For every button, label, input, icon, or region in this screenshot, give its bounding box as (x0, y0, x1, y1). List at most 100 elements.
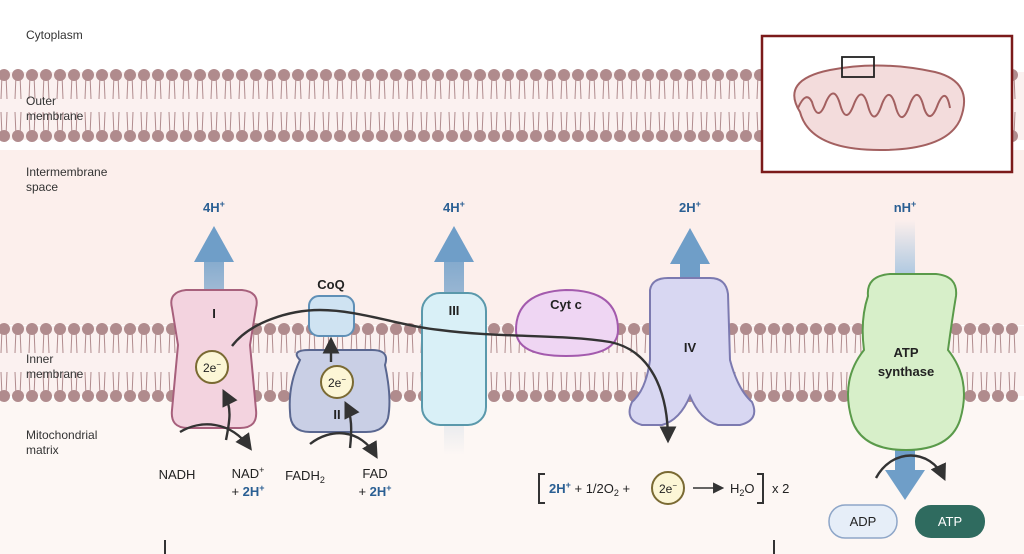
lipid-head (642, 130, 654, 142)
lipid-head (362, 323, 374, 335)
fad-label: FAD (362, 466, 387, 481)
lipid-head (82, 323, 94, 335)
lipid-head (614, 69, 626, 81)
lipid-head (838, 390, 850, 402)
lipid-head (362, 130, 374, 142)
lipid-head (446, 130, 458, 142)
proton-label-1-sup: + (220, 199, 225, 209)
lipid-head (600, 130, 612, 142)
lipid-head (600, 69, 612, 81)
electron-label-complex-2: 2e− (328, 375, 346, 390)
equation-electron-main: 2e (659, 482, 673, 496)
lipid-head (96, 69, 108, 81)
water-main: H (730, 481, 739, 496)
equation-water: H2O (730, 481, 755, 498)
lipid-head (138, 69, 150, 81)
inner-membrane-label: Inner membrane (26, 352, 83, 382)
lipid-head (152, 130, 164, 142)
fad-protons-sup: + (386, 483, 391, 493)
equation-left-side: 2H+ + 1/2O2 + (549, 480, 630, 498)
lipid-head (264, 130, 276, 142)
fad-protons-prefix: + (358, 484, 369, 499)
adp-label: ADP (850, 514, 877, 529)
lipid-head (530, 130, 542, 142)
lipid-head (390, 323, 402, 335)
lipid-head (68, 130, 80, 142)
lipid-head (82, 390, 94, 402)
nad-protons-sup: + (259, 483, 264, 493)
lipid-head (334, 69, 346, 81)
electron-circle-complex-1 (195, 350, 229, 384)
proton-label-1-main: 4H (203, 200, 220, 215)
lipid-head (264, 69, 276, 81)
proton-label-complex-1: 4H+ (203, 199, 225, 215)
complex-3 (421, 292, 487, 426)
equation-bracket-left (538, 473, 545, 504)
outer-membrane-label-line1: Outer (26, 94, 57, 108)
lipid-head (54, 69, 66, 81)
inset-mitochondrion-cristae (797, 92, 951, 118)
lipid-head (824, 390, 836, 402)
complex-3-label: III (449, 303, 460, 318)
lipid-head (376, 130, 388, 142)
lipid-head (488, 69, 500, 81)
lipid-head (446, 69, 458, 81)
lipid-head (684, 69, 696, 81)
lipid-head (110, 69, 122, 81)
lipid-head (726, 69, 738, 81)
equation-plus: + (619, 481, 630, 496)
lipid-head (502, 390, 514, 402)
fadh2-oxidation-arrow (309, 432, 378, 459)
lipid-head (558, 130, 570, 142)
nadh-electron-arrow (222, 388, 238, 441)
lipid-head (138, 390, 150, 402)
lipid-head (12, 69, 24, 81)
proton-label-complex-3: 4H+ (443, 199, 465, 215)
lipid-head (40, 69, 52, 81)
nad-main: NAD (232, 466, 259, 481)
lipid-head (558, 69, 570, 81)
lipid-head (572, 69, 584, 81)
lipid-head (292, 130, 304, 142)
outer-membrane-label: Outer membrane (26, 94, 83, 124)
lipid-head (810, 323, 822, 335)
lipid-head (26, 130, 38, 142)
lipid-head (530, 390, 542, 402)
lipid-head (40, 390, 52, 402)
lipid-head (208, 130, 220, 142)
lipid-head (978, 390, 990, 402)
nadh-label: NADH (159, 467, 196, 482)
lipid-head (362, 69, 374, 81)
lipid-head (418, 69, 430, 81)
equation-electron-label: 2e− (659, 481, 677, 496)
lipid-head (376, 69, 388, 81)
lipid-head (992, 323, 1004, 335)
lipid-head (950, 323, 962, 335)
lipid-head (320, 69, 332, 81)
lipid-head (152, 69, 164, 81)
intermembrane-space-label: Intermembrane space (26, 165, 107, 195)
lipid-head (54, 390, 66, 402)
cytoplasm-label: Cytoplasm (26, 28, 83, 42)
fadh2-main: FADH (285, 468, 320, 483)
lipid-head (754, 323, 766, 335)
lipid-head (572, 130, 584, 142)
lipid-head (782, 390, 794, 402)
lipid-head (376, 323, 388, 335)
lipid-head (852, 323, 864, 335)
inner-membrane-label-line2: membrane (26, 367, 84, 381)
outer-membrane (0, 69, 1018, 142)
lipid-head (166, 69, 178, 81)
lipid-head (166, 130, 178, 142)
lipid-head (26, 390, 38, 402)
lipid-head (250, 69, 262, 81)
lipid-head (236, 130, 248, 142)
fad-protons-value: 2H (370, 484, 387, 499)
water-sub: 2 (739, 488, 744, 498)
lipid-head (432, 69, 444, 81)
lipid-head (740, 130, 752, 142)
proton-label-n-sup: + (911, 199, 916, 209)
lipid-head (278, 390, 290, 402)
lipid-head (0, 130, 10, 142)
